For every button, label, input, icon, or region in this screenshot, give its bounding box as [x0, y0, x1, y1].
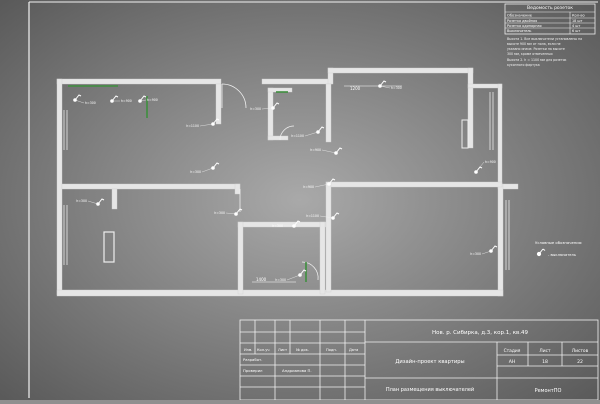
spec-row-2-name: Розетка одинарная [507, 24, 542, 28]
spec-table: Ведомость розеток Обозначение Кол-во Роз… [504, 3, 596, 35]
switch-marker: h=300 [470, 245, 498, 256]
tb-name-checker: Андрианова П. [282, 368, 312, 373]
switch-height-tag: h=300 [272, 224, 283, 228]
tb-sheets-label: Листов [572, 348, 589, 354]
legend: Условные обозначения: - выключатель [535, 240, 582, 257]
windows [63, 92, 510, 270]
tb-sheets-value: 22 [577, 359, 583, 365]
walls [56, 67, 519, 297]
switch-marker: h=900 [303, 178, 336, 189]
title-block-text: Изм. Кол.уч Лист № док. Подп. Дата Разра… [243, 330, 589, 394]
tb-col-izm: Изм. [244, 348, 252, 352]
switch-marker: h=300 [73, 94, 96, 105]
switch-marker: h=300 [250, 102, 280, 111]
note-line-1: Высота 1. Все выключатели установлены на [507, 37, 582, 41]
switch-marker: h=300 [378, 80, 402, 90]
switch-marker: h=300 [214, 208, 243, 216]
spec-row-3-count: 6 шт [572, 29, 580, 33]
note-line-5: Высота 2. h = 1100 мм для розеток [507, 58, 567, 62]
switch-height-tag: h=900 [303, 185, 314, 189]
tb-role-checker: Проверил [243, 368, 263, 373]
switch-marker: h=300 [190, 162, 220, 174]
switch-symbol-icon [536, 248, 546, 257]
switch-height-tag: h=900 [485, 160, 496, 164]
tb-stage-label: Стадия [504, 348, 521, 354]
switch-marker: h=300 [275, 269, 307, 282]
switch-marker: h=1100 [186, 118, 220, 128]
switch-height-tag: h=300 [250, 107, 261, 111]
note-line-4: 300 мм, кроме отмеченных [507, 52, 553, 56]
tb-stage-value: АН [509, 359, 516, 365]
legend-symbol-label: - выключатель [548, 253, 576, 257]
furniture-marks [68, 85, 307, 282]
spec-row-1-name: Розетка двойная [507, 19, 537, 23]
switch-marker: h=900 [474, 160, 496, 174]
switch-height-tag: h=300 [470, 252, 481, 256]
spec-header-name: Обозначение [507, 14, 533, 18]
tb-col-kolych: Кол.уч [257, 348, 269, 352]
spec-header-count: Кол-во [572, 14, 585, 18]
switch-marker: h=1100 [291, 126, 325, 138]
switch-height-tag: h=1100 [306, 214, 319, 218]
switch-height-tag: h=1100 [186, 124, 199, 128]
note-line-2: высоте 900 мм от пола, если не [507, 42, 561, 46]
dimension-1400: 1400 [256, 277, 267, 282]
switch-marker: h=300 [272, 220, 301, 228]
switch-height-tag: h=900 [310, 148, 321, 152]
legend-title: Условные обозначения: [535, 240, 582, 245]
switch-marker: h=900 [310, 147, 343, 155]
doors [221, 83, 319, 281]
switch-marker: h=900 [110, 95, 132, 103]
tb-sheet-value: 18 [542, 359, 548, 365]
tb-col-date: Дата [349, 348, 358, 352]
spec-row-2-count: 4 шт [572, 24, 580, 28]
tb-col-doc: № док. [296, 348, 309, 352]
switch-marker: h=1100 [306, 212, 340, 220]
switch-height-tag: h=300 [214, 211, 225, 215]
switch-height-tag: h=300 [190, 170, 201, 174]
note-line-6: кухонного фартука [507, 63, 540, 67]
switch-height-tag: h=300 [275, 278, 286, 282]
switch-height-tag: h=900 [121, 99, 132, 103]
switch-marker: h=900 [138, 95, 158, 103]
tb-sheet-label: Лист [539, 348, 551, 354]
spec-row-1-count: 18 шт [572, 19, 582, 23]
dimension-lines: 1200 1400 [252, 85, 402, 283]
dimension-1200: 1200 [350, 86, 361, 91]
switch-height-tag: h=300 [391, 86, 402, 90]
tb-company: РемонтПО [535, 388, 562, 394]
switch-markers: h=300 h=900 h=900 h=1100 h=300 h=300 h=1100 h=9… [73, 80, 498, 282]
note-line-3: указано иначе. Розетки на высоте [507, 47, 565, 51]
title-block [239, 319, 599, 401]
tb-col-list: Лист [278, 348, 287, 352]
tb-project-name: Дизайн-проект квартиры [395, 358, 464, 365]
tb-role-developer: Разработ. [243, 357, 262, 362]
tb-address: Нов. р. Сибирка, д.3, кор.1, кв.49 [432, 330, 529, 336]
switch-height-tag: h=300 [76, 199, 87, 203]
switch-height-tag: h=1100 [291, 134, 304, 138]
spec-table-title: Ведомость розеток [527, 5, 573, 11]
switch-marker: h=300 [76, 198, 105, 206]
tb-sheet-title: План размещения выключателей [386, 386, 474, 393]
spec-row-3-name: Выключатель [507, 29, 531, 33]
switch-height-tag: h=300 [85, 101, 96, 105]
switch-height-tag: h=900 [147, 98, 158, 102]
notes-block: Высота 1. Все выключатели установлены на… [507, 37, 582, 67]
tb-col-podp: Подп. [326, 348, 337, 352]
